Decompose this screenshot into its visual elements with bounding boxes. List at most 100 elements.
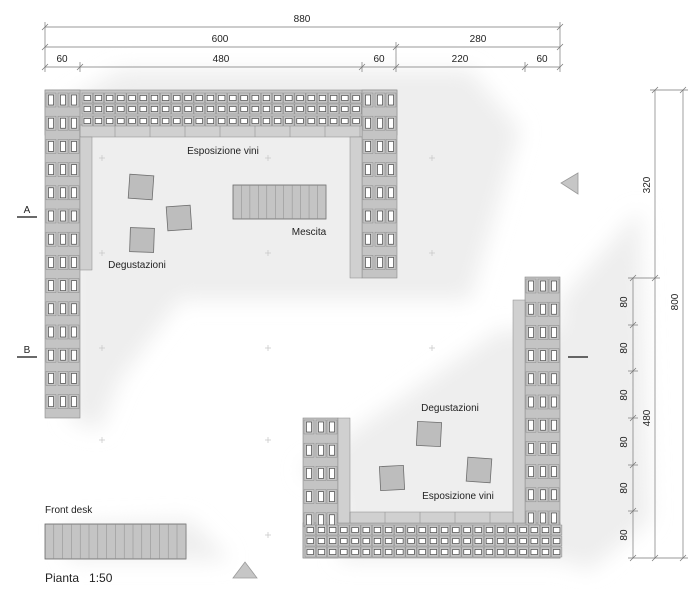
bottle-slot — [551, 303, 557, 315]
bottle-slot — [441, 527, 449, 533]
bottle-slot — [551, 443, 557, 454]
dimension-top-left: 600 — [212, 34, 229, 45]
bottle-slot — [240, 106, 248, 112]
entrance-marker-right — [560, 172, 579, 195]
bottle-slot — [318, 468, 324, 479]
bottle-slot — [553, 549, 561, 555]
bottle-slot — [377, 94, 383, 106]
bottle-slot — [117, 95, 125, 101]
bottle-slot — [351, 527, 359, 533]
bottle-slot — [485, 538, 494, 544]
bottle-slot — [48, 326, 54, 338]
dimension-top-seg-4: 220 — [452, 54, 469, 65]
bottle-slot — [150, 95, 158, 101]
bottle-slot — [388, 187, 394, 199]
bottle-slot — [540, 512, 546, 524]
bottle-slot — [329, 421, 335, 433]
bottle-slot — [306, 444, 312, 456]
bottle-slot — [377, 257, 383, 268]
bottle-slot — [528, 489, 534, 501]
bottle-slot — [388, 233, 394, 245]
bottle-slot — [362, 538, 370, 544]
bottle-slot — [407, 549, 415, 555]
label-degustazioni-right: Degustazioni — [421, 403, 479, 414]
bottle-slot — [553, 527, 561, 533]
bottle-slot — [341, 95, 349, 101]
bottle-slot — [318, 444, 324, 456]
tasting-table — [378, 464, 406, 492]
tasting-table — [415, 420, 443, 448]
bottle-slot — [318, 421, 324, 433]
bottle-slot — [540, 327, 546, 338]
bottle-slot — [60, 257, 66, 268]
bottle-slot — [540, 373, 546, 385]
bottle-slot — [83, 95, 91, 101]
bottle-slot — [306, 491, 312, 502]
shelf-plinth — [337, 417, 351, 524]
dimension-top-right: 280 — [470, 34, 487, 45]
bottle-slot — [195, 106, 203, 112]
shelf-plinth — [79, 124, 363, 138]
bottle-slot — [173, 95, 181, 101]
bottle-slot — [340, 538, 348, 544]
shelf-plinth — [349, 136, 363, 279]
bottle-slot — [285, 106, 293, 112]
bottle-slot — [365, 233, 371, 245]
bottle-slot — [60, 94, 66, 106]
bottle-slot — [296, 95, 304, 101]
bottle-slot — [150, 106, 158, 112]
bottle-slot — [373, 538, 382, 544]
bottle-slot — [307, 106, 315, 112]
bottle-slot — [60, 233, 66, 245]
bottle-slot — [528, 303, 534, 315]
section-marker-b: B — [24, 345, 31, 356]
bottle-slot — [94, 95, 102, 101]
bottle-slot — [330, 95, 338, 101]
bottle-slot — [365, 257, 371, 268]
bottle-slot — [551, 419, 557, 431]
bottle-slot — [173, 106, 181, 112]
bottle-slot — [377, 164, 383, 175]
bottle-slot — [429, 538, 438, 544]
bottle-slot — [60, 210, 66, 222]
dimension-right-seg-1: 80 — [619, 296, 630, 308]
bottle-slot — [463, 538, 471, 544]
front-desk-counter — [44, 523, 187, 560]
bottle-slot — [48, 94, 54, 106]
bottle-slot — [306, 538, 314, 544]
bottle-slot — [71, 141, 77, 152]
bottle-slot — [71, 117, 77, 129]
bottle-slot — [330, 118, 338, 124]
bottle-slot — [296, 106, 304, 112]
bottle-slot — [218, 106, 226, 112]
bottle-slot — [306, 527, 314, 533]
bottle-slot — [365, 94, 371, 106]
bottle-slot — [60, 326, 66, 338]
bottle-slot — [318, 491, 324, 502]
bottle-slot — [274, 106, 282, 112]
bottle-slot — [540, 280, 546, 292]
bottle-slot — [377, 141, 383, 152]
bottle-slot — [106, 95, 114, 101]
bottle-slot — [71, 373, 77, 384]
bottle-slot — [528, 327, 534, 338]
bottle-slot — [106, 106, 114, 112]
bottle-slot — [184, 95, 192, 101]
bottle-slot — [128, 106, 136, 112]
bottle-slot — [117, 118, 125, 124]
bottle-slot — [530, 538, 538, 544]
bottle-slot — [150, 118, 158, 124]
bottle-slot — [519, 527, 527, 533]
bottle-slot — [388, 257, 394, 268]
bottle-slot — [528, 373, 534, 385]
dimension-right-lower: 480 — [642, 409, 653, 426]
bottle-slot — [497, 549, 505, 555]
bottle-slot — [206, 118, 214, 124]
bottle-slot — [396, 538, 404, 544]
bottle-slot — [365, 117, 371, 129]
bottle-slot — [528, 280, 534, 292]
dimension-right-seg-3: 80 — [619, 389, 630, 401]
bottle-slot — [497, 527, 505, 533]
bottle-slot — [551, 489, 557, 501]
bottle-slot — [377, 210, 383, 222]
